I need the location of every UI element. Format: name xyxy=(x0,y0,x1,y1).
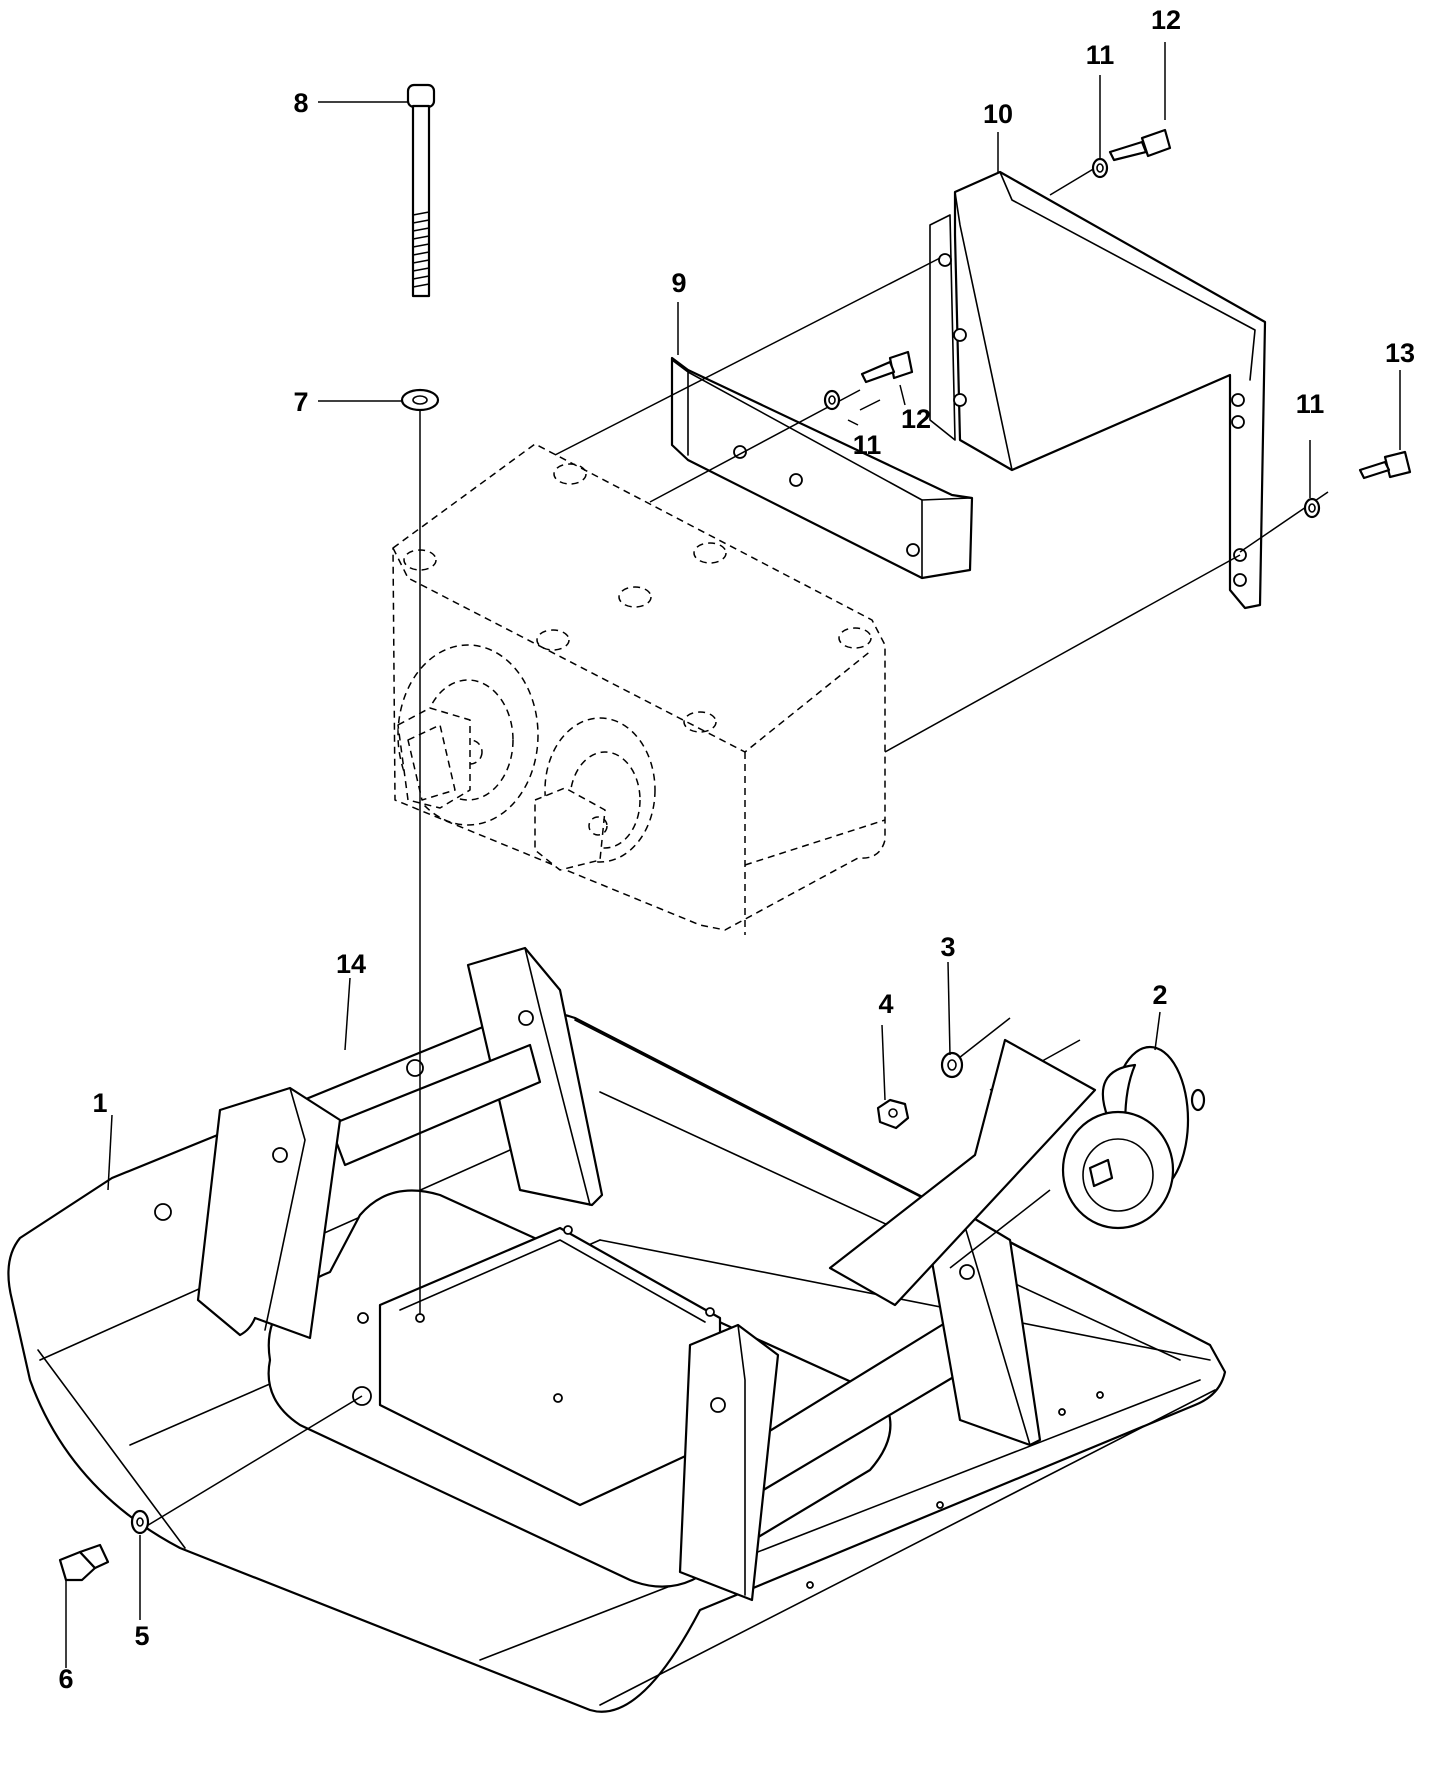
callout-9: 9 xyxy=(671,268,686,298)
callout-1: 1 xyxy=(92,1088,107,1118)
callout-11-mid: 11 xyxy=(853,430,882,460)
callout-10: 10 xyxy=(983,99,1013,129)
callout-labels: 1 2 3 4 5 6 7 8 9 10 11 11 11 12 12 13 1… xyxy=(58,5,1415,1694)
leader-lines xyxy=(65,42,1401,1668)
cover-bracket xyxy=(929,170,1267,610)
small-bracket xyxy=(670,356,974,580)
frame-assembly xyxy=(196,946,1042,1602)
callout-6: 6 xyxy=(58,1664,73,1694)
callout-8: 8 xyxy=(293,88,308,118)
callout-11-top: 11 xyxy=(1086,40,1115,70)
mounting-sheet xyxy=(828,1038,1097,1307)
fasteners xyxy=(58,83,1412,1582)
callout-14: 14 xyxy=(336,949,366,979)
callout-7: 7 xyxy=(293,387,308,417)
callout-13: 13 xyxy=(1385,338,1415,368)
callout-5: 5 xyxy=(134,1621,149,1651)
cap-screw-6 xyxy=(58,1543,110,1582)
callout-12-mid: 12 xyxy=(901,404,931,434)
nut-4 xyxy=(876,1098,910,1130)
callout-12-top: 12 xyxy=(1151,5,1181,35)
rubber-buffer xyxy=(1061,1045,1206,1230)
callout-11-right: 11 xyxy=(1296,389,1325,419)
callout-3: 3 xyxy=(940,932,955,962)
long-cap-screw xyxy=(406,83,436,298)
washer-3 xyxy=(940,1051,964,1079)
washer-7 xyxy=(400,388,440,412)
callout-4: 4 xyxy=(878,989,893,1019)
exciter-housing-phantom xyxy=(392,443,886,935)
callout-2: 2 xyxy=(1152,980,1167,1010)
washer-5 xyxy=(130,1509,150,1535)
